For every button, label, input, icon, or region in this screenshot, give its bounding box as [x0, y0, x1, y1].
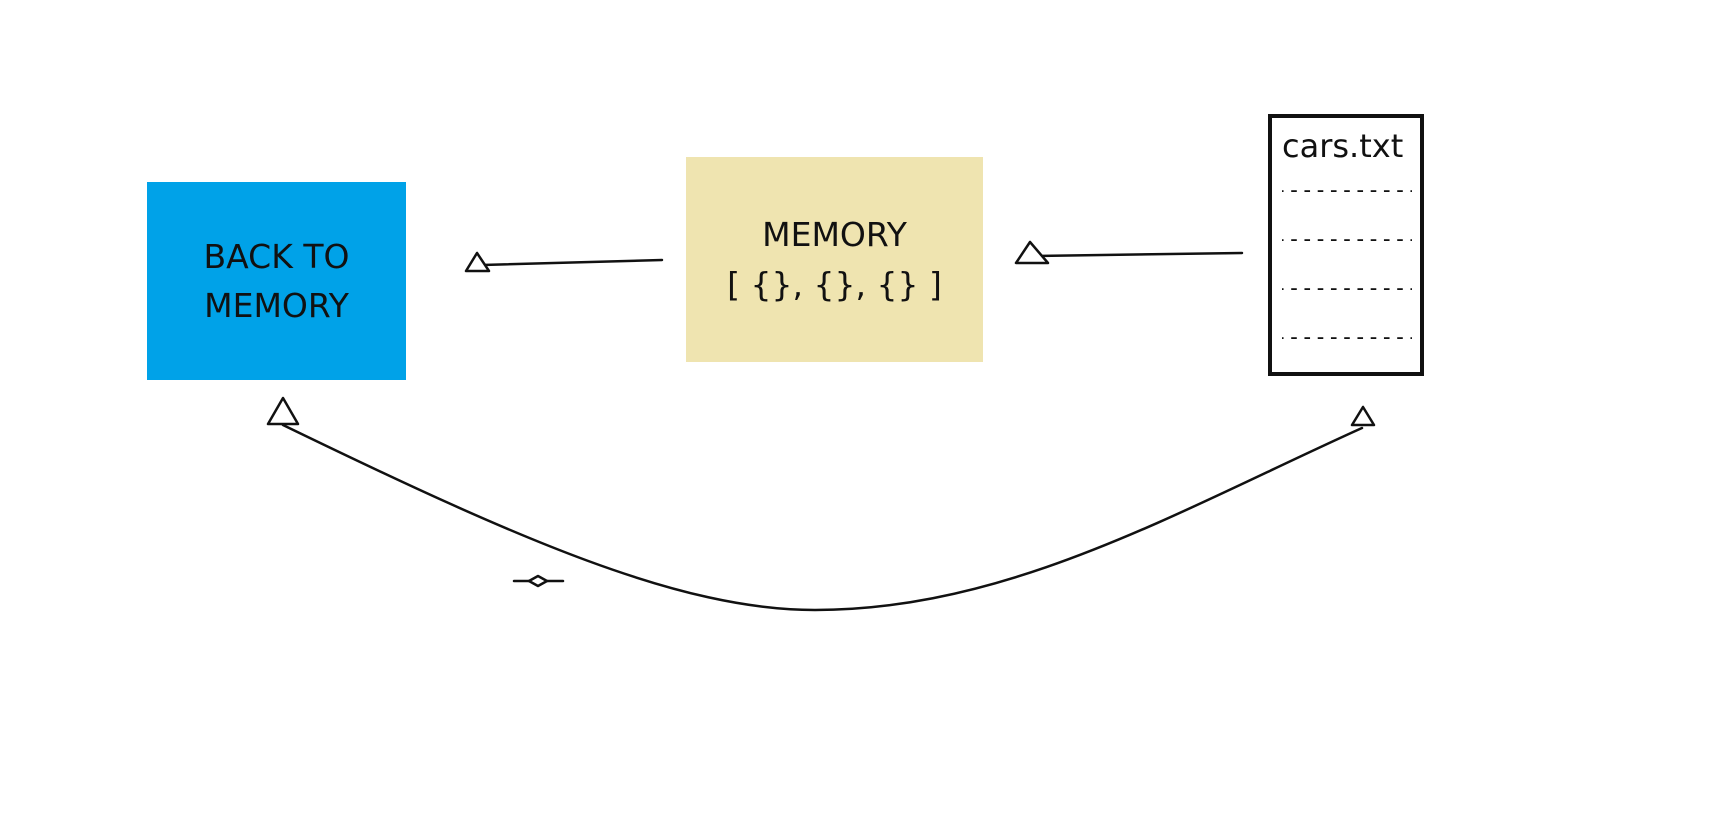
- back-to-memory-line2: MEMORY: [204, 286, 349, 325]
- memory-box: MEMORY [ {}, {}, {} ]: [686, 157, 983, 362]
- file-line: -----------: [1282, 276, 1412, 301]
- back-to-memory-box: BACK TO MEMORY: [147, 182, 406, 380]
- file-title: cars.txt: [1282, 127, 1404, 165]
- file-line: -----------: [1282, 325, 1412, 350]
- stray-mark-diamond: [527, 574, 549, 588]
- arrowhead-curve-left: [266, 396, 300, 426]
- edge-file-to-memory: [1033, 251, 1244, 258]
- back-to-memory-line1: BACK TO: [203, 237, 350, 276]
- edge-memory-to-back: [480, 258, 664, 267]
- memory-title: MEMORY: [762, 214, 907, 254]
- memory-content: [ {}, {}, {} ]: [727, 264, 942, 304]
- edge-curve-back-to-file: [281, 423, 1364, 612]
- file-line: -----------: [1282, 178, 1412, 203]
- arrowhead-back: [464, 251, 491, 273]
- file-line: -----------: [1282, 227, 1412, 252]
- file-box: cars.txt ----------- ----------- -------…: [1268, 114, 1424, 376]
- arrowhead-memory: [1014, 240, 1050, 265]
- arrowhead-curve-right: [1350, 405, 1376, 427]
